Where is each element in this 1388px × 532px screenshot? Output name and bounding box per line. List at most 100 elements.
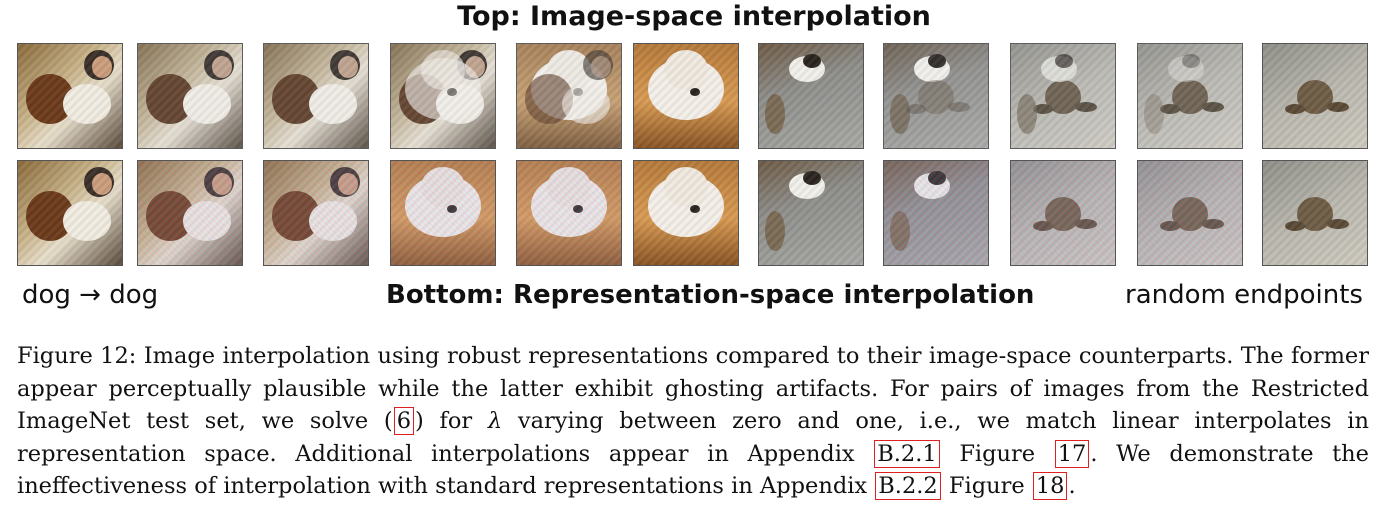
caption-text: . We demonstrate the ineffectiveness of …	[17, 440, 1369, 500]
appendix-b21-link[interactable]: B.2.1	[874, 439, 940, 468]
image-region	[26, 74, 74, 124]
image-region	[309, 201, 357, 241]
interpolation-image	[1010, 43, 1116, 149]
image-region	[765, 94, 785, 134]
image-region	[789, 173, 825, 199]
figure-17-link[interactable]: 17	[1054, 439, 1090, 468]
appendix-b22-link[interactable]: B.2.2	[875, 472, 941, 500]
caption-text: ) for	[415, 408, 488, 434]
interpolation-image	[1262, 160, 1368, 266]
image-region	[914, 173, 950, 199]
image-region	[1172, 197, 1208, 231]
interpolation-image	[516, 160, 622, 266]
image-region	[1202, 219, 1224, 229]
image-region	[648, 175, 724, 237]
image-region	[183, 201, 231, 241]
image-region	[204, 50, 234, 80]
image-region	[405, 58, 481, 120]
image-region	[1285, 104, 1305, 114]
image-region	[1297, 80, 1333, 114]
image-region	[948, 102, 970, 112]
interpolation-image	[137, 160, 243, 266]
bottom-row-title: Bottom: Representation-space interpolati…	[386, 280, 1035, 310]
image-region	[1160, 104, 1180, 114]
image-region	[928, 54, 946, 68]
interpolation-image	[633, 43, 739, 149]
image-region	[84, 167, 114, 197]
image-region	[1041, 56, 1077, 82]
caption-text: Figure	[941, 473, 1032, 499]
image-region	[1075, 102, 1097, 112]
interpolation-image	[17, 43, 123, 149]
image-region	[1055, 54, 1073, 68]
image-region	[928, 171, 946, 185]
interpolation-image	[1010, 160, 1116, 266]
image-region	[1202, 102, 1224, 112]
image-region	[573, 88, 583, 96]
image-region	[1172, 80, 1208, 114]
image-region	[309, 84, 357, 124]
interpolation-image	[758, 43, 864, 149]
interpolation-image	[17, 160, 123, 266]
image-region	[1182, 54, 1200, 68]
image-region	[1045, 80, 1081, 114]
interpolation-image	[633, 160, 739, 266]
image-region	[690, 205, 700, 213]
figure-caption: Figure 12: Image interpolation using rob…	[17, 340, 1369, 503]
interpolation-image	[390, 43, 496, 149]
image-region	[890, 94, 910, 134]
image-region	[272, 191, 320, 241]
image-region	[573, 205, 583, 213]
image-region	[1160, 221, 1180, 231]
image-region	[146, 191, 194, 241]
image-region	[338, 173, 358, 195]
dog-to-dog-label: dog → dog	[22, 280, 159, 310]
image-region	[92, 56, 112, 78]
image-region	[330, 167, 360, 197]
image-region	[447, 88, 457, 96]
image-region	[789, 56, 825, 82]
image-region	[63, 201, 111, 241]
image-region	[212, 56, 232, 78]
image-region	[183, 84, 231, 124]
image-region	[272, 74, 320, 124]
image-region	[1144, 94, 1164, 134]
interpolation-image	[137, 43, 243, 149]
image-region	[591, 56, 611, 78]
image-region	[1285, 221, 1305, 231]
image-region	[531, 58, 607, 120]
random-endpoints-label: random endpoints	[1125, 280, 1363, 310]
image-region	[399, 74, 447, 124]
image-region	[436, 84, 484, 124]
image-region	[765, 211, 785, 251]
image-region	[1327, 219, 1349, 229]
image-region	[1045, 197, 1081, 231]
image-region	[583, 50, 613, 80]
image-region	[906, 104, 926, 114]
image-region	[562, 84, 610, 124]
image-region	[531, 175, 607, 237]
interpolation-image	[1137, 160, 1243, 266]
caption-text: Figure	[940, 440, 1054, 467]
caption-text: .	[1068, 473, 1076, 499]
figure-18-link[interactable]: 18	[1032, 472, 1068, 500]
image-region	[26, 191, 74, 241]
image-region	[457, 50, 487, 80]
caption-text: varying between zero and one, i.e., we m…	[17, 408, 1369, 467]
interpolation-image	[883, 43, 989, 149]
image-region	[63, 84, 111, 124]
interpolation-image	[516, 43, 622, 149]
image-region	[1168, 56, 1204, 82]
lambda-symbol: λ	[487, 408, 503, 434]
image-region	[648, 58, 724, 120]
image-region	[338, 56, 358, 78]
figure-top-title: Top: Image-space interpolation	[457, 1, 931, 32]
image-region	[918, 80, 954, 114]
interpolation-figure: Top: Image-space interpolation dog → dog…	[17, 1, 1368, 310]
image-region	[421, 167, 465, 207]
caption-text: Figure 12: Image interpolation using rob…	[17, 343, 1369, 434]
interpolation-image	[1137, 43, 1243, 149]
image-region	[803, 171, 821, 185]
image-region	[1033, 104, 1053, 114]
equation-ref-link[interactable]: 6	[393, 407, 415, 435]
